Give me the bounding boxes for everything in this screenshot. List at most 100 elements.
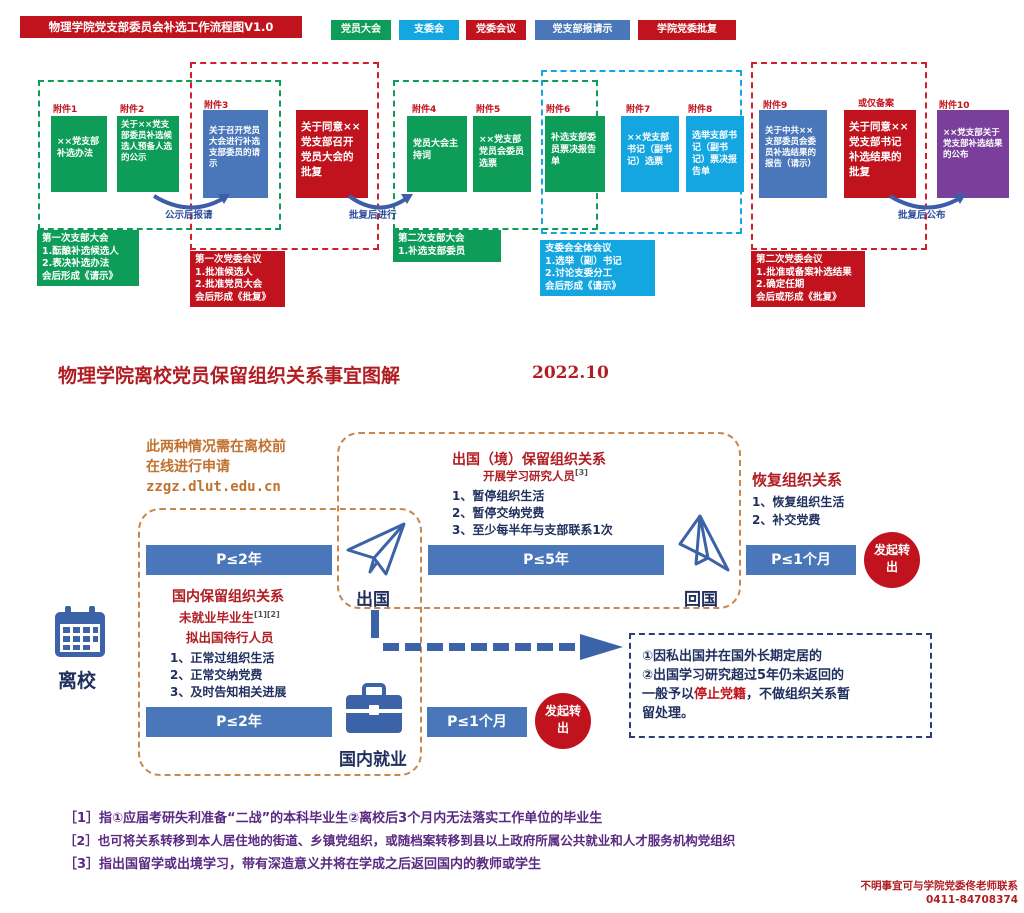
note-line: 在线进行申请	[146, 459, 230, 475]
footnote-2: ［2］也可将关系转移到本人居住地的街道、乡镇党组织，或随档案转移到县以上政府所属…	[64, 833, 736, 848]
stop-line: 一般予以停止党籍，不做组织关系暂	[642, 685, 850, 704]
abroad-ref: [3]	[575, 468, 588, 478]
summary-first-committee-meeting: 第一次党委会议 1.批准候选人 2.批准党员大会 会后形成《批复》	[190, 251, 285, 307]
domestic-job-label: 国内就业	[339, 750, 407, 770]
annex-label-4: 附件4	[412, 105, 437, 115]
or-record-label: 或仅备案	[858, 99, 895, 109]
domestic-item: 1、正常过组织生活	[170, 651, 275, 665]
domestic-title: 国内保留组织关系	[172, 589, 284, 605]
stop-membership-box	[629, 633, 932, 738]
abroad-item: 3、至少每半年与支部联系1次	[452, 523, 613, 537]
abroad-title: 出国（境）保留组织关系	[452, 452, 606, 468]
abroad-subtitle-text: 开展学习研究人员	[483, 469, 575, 483]
doc-box-result-report: 关于中共××支部委员会委员补选结果的报告（请示）	[759, 110, 827, 198]
legend-party-member-meeting: 党员大会	[331, 20, 391, 40]
abroad-item: 1、暂停组织生活	[452, 489, 545, 503]
group-first-branch-meeting	[38, 80, 281, 230]
summary-line: 1.补选支部委员	[398, 245, 466, 257]
doc-box-meeting-request: 关于召开党员大会进行补选支部委员的请示	[203, 110, 268, 198]
summary-line: 2.讨论支委分工	[545, 268, 613, 279]
summary-second-committee-meeting: 第二次党委会议 1.批准或备案补选结果 2.确定任期 会后或形成《批复》	[751, 251, 865, 307]
doc-box-candidate-notice: 关于××党支部委员补选候选人预备人选的公示	[117, 116, 179, 192]
application-url[interactable]: zzgz.dlut.edu.cn	[146, 479, 281, 495]
footnote-1: ［1］指①应届考研失利准备“二战”的本科毕业生②离校后3个月内无法落实工作单位的…	[64, 811, 603, 826]
domestic-ref: [1][2]	[254, 609, 280, 619]
summary-line: 会后形成《请示》	[545, 280, 622, 292]
doc-box-vote-report: 补选支部委员票决报告单	[545, 116, 605, 192]
leave-school-label: 离校	[58, 670, 97, 692]
paper-plane-icon	[346, 522, 406, 576]
dashed-arrow-icon	[371, 610, 623, 660]
summary-line: 第一次党委会议	[195, 254, 262, 265]
contact-info: 不明事宜可与学院党委佟老师联系 0411-84708374	[808, 879, 1019, 907]
go-abroad-label: 出国	[356, 590, 390, 610]
domestic-items: 1、正常过组织生活 2、正常交纳党费 3、及时告知相关进展	[170, 650, 286, 701]
curved-arrow-icon	[152, 194, 230, 210]
abroad-subtitle: 开展学习研究人员[3]	[483, 468, 588, 484]
summary-line: 第一次支部大会	[42, 233, 109, 244]
legend-college-reply: 学院党委批复	[638, 20, 736, 40]
summary-line: 1.批准或备案补选结果	[756, 266, 852, 278]
launch-transfer-badge-top: 发起转出	[864, 532, 920, 588]
launch-transfer-badge-bottom: 发起转出	[535, 693, 591, 749]
online-application-note: 此两种情况需在离校前 在线进行申请 zzgz.dlut.edu.cn	[146, 437, 286, 497]
summary-line: 会后或形成《批复》	[756, 291, 842, 303]
summary-line: 会后形成《请示》	[42, 270, 119, 282]
domestic-frame	[138, 508, 422, 776]
flow-title: 物理学院党支部委员会补选工作流程图V1.0	[20, 16, 302, 38]
summary-line: 第二次党委会议	[756, 254, 823, 265]
doc-box-supplement-method: ××党支部补选办法	[51, 116, 107, 192]
summary-line: 支委会全体会议	[545, 243, 612, 254]
briefcase-icon	[346, 683, 402, 733]
footnote-3: ［3］指出国留学或出境学习，带有深造意义并将在学成之后返回国内的教师或学生	[64, 857, 542, 872]
arrow-label-notice-then-request: 公示后报请	[165, 210, 213, 221]
group-second-committee-meeting	[751, 62, 927, 250]
summary-line: 会后形成《批复》	[195, 291, 272, 303]
doc-box-result-approval: 关于同意××党支部书记补选结果的批复	[844, 110, 916, 198]
curved-arrow-icon	[888, 194, 966, 210]
summary-second-branch-meeting: 第二次支部大会 1.补选支部委员	[393, 230, 501, 262]
return-home-label: 回国	[684, 590, 718, 610]
domestic-subtitle-abroad-pending: 拟出国待行人员	[186, 630, 274, 645]
bar-job-up-to-1-month: P≤1个月	[427, 707, 527, 737]
annex-label-5: 附件5	[476, 105, 501, 115]
summary-line: 2.表决补选办法	[42, 258, 110, 269]
domestic-item: 3、及时告知相关进展	[170, 685, 287, 699]
domestic-subtitle-unemployed: 未就业毕业生[1][2]	[179, 607, 280, 626]
restore-title: 恢复组织关系	[752, 471, 843, 489]
stop-line-pre: 一般予以	[642, 687, 695, 702]
summary-first-branch-meeting: 第一次支部大会 1.酝酿补选候选人 2.表决补选办法 会后形成《请示》	[37, 230, 139, 286]
doc-box-secretary-vote-report: 选举支部书记（副书记）票决报告单	[686, 116, 744, 192]
legend-branch-committee: 支委会	[399, 20, 459, 40]
paper-plane-return-icon	[678, 514, 730, 572]
guide-date: 2022.10	[532, 363, 609, 383]
legend-party-committee-meeting: 党委会议	[466, 20, 526, 40]
annex-label-8: 附件8	[688, 105, 713, 115]
summary-line: 2.确定任期	[756, 279, 805, 290]
restore-item: 2、补交党费	[752, 513, 821, 527]
summary-line: 1.批准候选人	[195, 266, 253, 278]
arrow-label-approval-then-proceed: 批复后进行	[349, 210, 397, 221]
annex-label-1: 附件1	[53, 105, 78, 115]
stop-line: ②出国学习研究超过5年仍未返回的	[642, 668, 845, 683]
stop-membership-emphasis: 停止党籍	[694, 687, 747, 702]
doc-box-member-ballot: ××党支部党员会委员选票	[473, 116, 531, 192]
summary-line: 1.选举（副）书记	[545, 255, 622, 267]
stop-membership-text: ①因私出国并在国外长期定居的 ②出国学习研究超过5年仍未返回的 一般予以停止党籍…	[642, 647, 850, 723]
doc-box-result-announcement: ××党支部关于党支部补选结果的公布	[937, 110, 1009, 198]
annex-label-6: 附件6	[546, 105, 571, 115]
annex-label-3: 附件3	[204, 101, 229, 111]
contact-phone: 0411-84708374	[925, 894, 1018, 906]
domestic-subtitle-text: 未就业毕业生	[179, 610, 255, 625]
bar-abroad-up-to-5-years: P≤5年	[428, 545, 664, 575]
group-first-committee-meeting	[190, 62, 379, 250]
flowchart-panel: 物理学院党支部委员会补选工作流程图V1.0 党员大会 支委会 党委会议 党支部报…	[0, 0, 1024, 338]
summary-line: 第二次支部大会	[398, 233, 465, 244]
summary-line: 1.酝酿补选候选人	[42, 245, 119, 257]
note-line: 此两种情况需在离校前	[146, 439, 286, 455]
contact-line: 不明事宜可与学院党委佟老师联系	[860, 880, 1019, 892]
bar-restore-up-to-1-month: P≤1个月	[746, 545, 856, 575]
domestic-item: 2、正常交纳党费	[170, 668, 263, 682]
annex-label-2: 附件2	[120, 105, 145, 115]
restore-items: 1、恢复组织生活 2、补交党费	[752, 493, 844, 529]
